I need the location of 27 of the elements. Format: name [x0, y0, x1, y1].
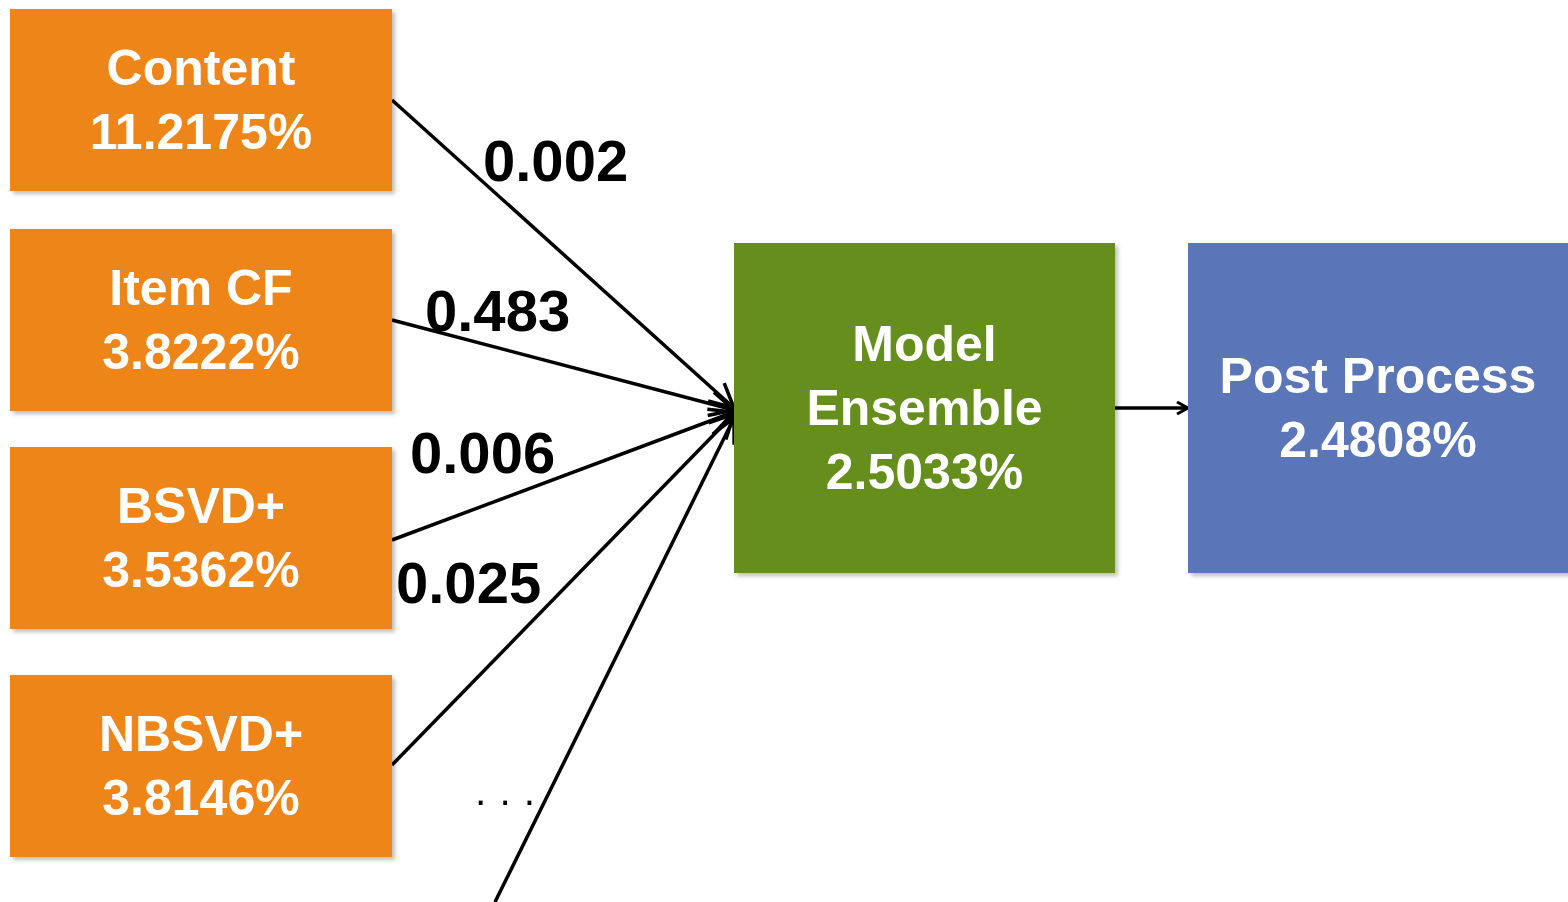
node-value: 3.5362%	[102, 541, 300, 600]
output-box	[1188, 243, 1568, 573]
node-value: 3.8222%	[102, 323, 300, 382]
ellipsis-text: · · ·	[474, 778, 537, 823]
arrow	[1115, 400, 1190, 416]
edge-label: 0.006	[410, 423, 556, 483]
node-title: Content	[106, 39, 296, 98]
arrow	[391, 318, 736, 418]
model-box	[10, 675, 392, 857]
arrow	[391, 407, 736, 542]
arrow	[493, 416, 736, 902]
node-value: 11.2175%	[89, 103, 313, 162]
node-value: 2.5033%	[825, 443, 1024, 502]
node-title: NBSVD+	[98, 705, 304, 764]
node-value: 3.8146%	[102, 769, 300, 828]
edge-label: 0.025	[396, 553, 542, 613]
edge-label: 0.483	[425, 281, 571, 341]
node-title: Model Ensemble	[805, 315, 1044, 438]
edge-label: 0.002	[483, 131, 629, 191]
model-box	[10, 9, 392, 191]
model-box	[10, 229, 392, 411]
node-title: Post Process	[1219, 347, 1537, 406]
ensemble-box	[734, 243, 1115, 573]
model-box	[10, 447, 392, 629]
node-title: Item CF	[109, 259, 293, 318]
node-title: BSVD+	[116, 477, 286, 536]
node-value: 2.4808%	[1279, 411, 1477, 470]
